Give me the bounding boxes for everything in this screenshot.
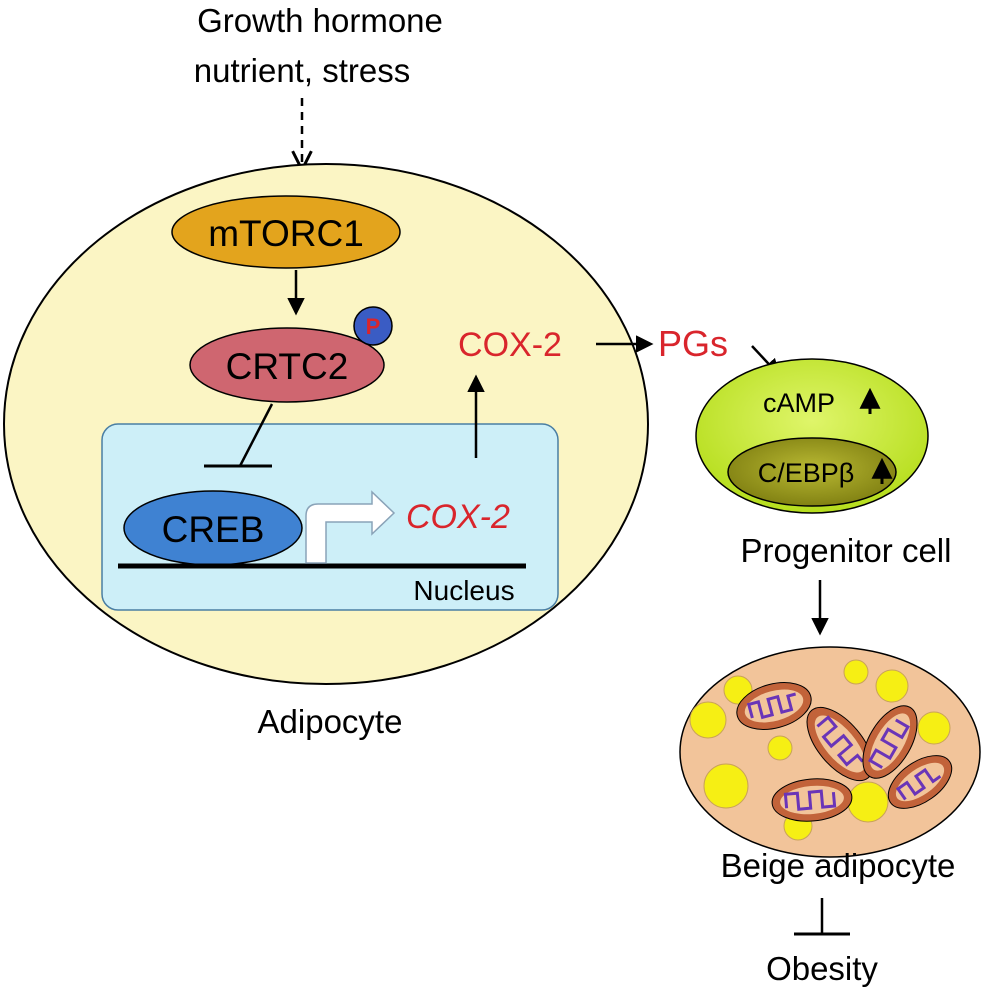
mtorc1-node bbox=[171, 195, 401, 269]
mitochondrion bbox=[887, 755, 953, 809]
progenitor-label: Progenitor cell bbox=[741, 532, 952, 569]
camp-label: cAMP bbox=[763, 388, 835, 418]
obesity-label: Obesity bbox=[766, 950, 878, 987]
mitochondrion bbox=[771, 778, 853, 822]
lipid-droplet bbox=[767, 735, 793, 761]
transcription-arrow bbox=[305, 490, 396, 564]
phospho-badge bbox=[353, 306, 393, 346]
nucleus-label: Nucleus bbox=[413, 575, 514, 606]
crtc2-label: CRTC2 bbox=[226, 346, 349, 387]
cebpb-nucleus bbox=[727, 437, 897, 507]
stimulus-line2: nutrient, stress bbox=[194, 52, 410, 89]
adipocyte-label: Adipocyte bbox=[258, 703, 403, 740]
inhibition-crtc2-creb bbox=[238, 403, 274, 467]
beige-label: Beige adipocyte bbox=[721, 847, 956, 884]
cox2-protein-label: COX-2 bbox=[458, 326, 562, 364]
cebpb-label: C/EBPβ bbox=[758, 458, 855, 488]
lipid-droplet bbox=[843, 659, 869, 685]
lipid-droplet bbox=[875, 669, 909, 703]
stimulus-line1: Growth hormone bbox=[197, 2, 443, 39]
mitochondrion bbox=[736, 682, 812, 730]
crtc2-node bbox=[189, 327, 385, 403]
mtorc1-label: mTORC1 bbox=[208, 213, 364, 254]
lipid-droplet bbox=[917, 711, 951, 745]
lipid-droplet bbox=[847, 781, 889, 823]
mitochondrion bbox=[862, 705, 918, 779]
lipid-droplet bbox=[703, 763, 749, 809]
mitochondrion bbox=[806, 706, 874, 782]
lipid-droplet bbox=[689, 701, 727, 739]
creb-label: CREB bbox=[162, 509, 265, 550]
beige-adipocyte bbox=[679, 646, 981, 858]
pgs-label: PGs bbox=[658, 323, 728, 364]
cox2-gene-label: COX-2 bbox=[406, 498, 510, 536]
phospho-label: P bbox=[366, 314, 381, 339]
